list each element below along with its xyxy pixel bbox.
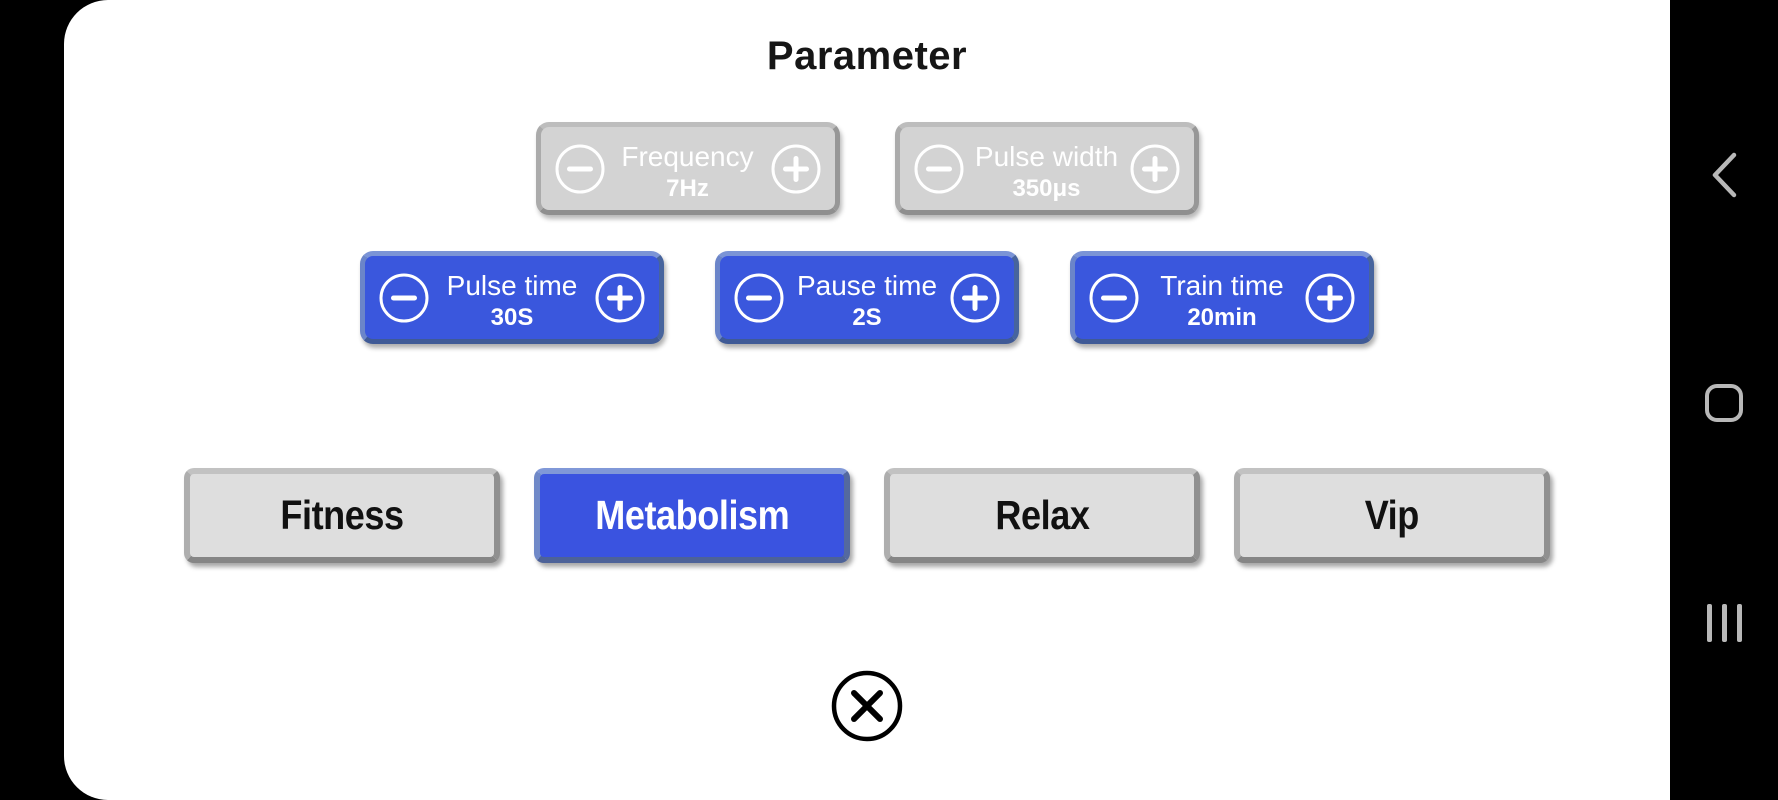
app-panel: Parameter Frequency 7Hz <box>64 0 1670 800</box>
home-icon <box>1705 384 1743 422</box>
param-button-train-time: Train time 20min <box>1070 251 1374 344</box>
pulse-time-plus-button[interactable] <box>594 272 646 324</box>
pause-time-minus-button[interactable] <box>733 272 785 324</box>
mode-button-relax[interactable]: Relax <box>884 468 1200 563</box>
minus-icon <box>914 144 963 193</box>
mode-button-vip[interactable]: Vip <box>1234 468 1550 563</box>
close-row <box>64 668 1670 744</box>
plus-icon <box>771 144 820 193</box>
close-button[interactable] <box>829 668 905 744</box>
back-icon <box>1712 152 1737 198</box>
mode-label: Metabolism <box>594 492 790 538</box>
param-label: Pulse time <box>446 269 578 301</box>
param-label: Pulse width <box>974 140 1119 172</box>
pause-time-plus-button[interactable] <box>949 272 1001 324</box>
mode-label: Relax <box>994 492 1090 538</box>
mode-label: Vip <box>1364 492 1420 538</box>
close-icon <box>831 670 903 742</box>
param-button-pulse-time: Pulse time 30S <box>360 251 664 344</box>
param-label: Pause time <box>796 269 938 301</box>
android-nav-bar <box>1670 0 1778 800</box>
train-time-plus-button[interactable] <box>1304 272 1356 324</box>
param-value: 20min <box>1187 303 1257 331</box>
param-text: Frequency 7Hz <box>606 135 770 203</box>
nav-back-button[interactable] <box>1670 130 1778 220</box>
minus-icon <box>555 144 604 193</box>
param-value: 350μs <box>1012 174 1081 202</box>
param-value: 30S <box>490 303 534 331</box>
minus-icon <box>379 273 429 322</box>
plus-icon <box>950 273 1000 322</box>
mode-button-fitness[interactable]: Fitness <box>184 468 500 563</box>
param-text: Pause time 2S <box>785 264 949 332</box>
nav-home-button[interactable] <box>1670 358 1778 448</box>
plus-icon <box>1130 144 1179 193</box>
minus-icon <box>734 273 784 322</box>
pulse-width-plus-button[interactable] <box>1129 143 1181 195</box>
train-time-minus-button[interactable] <box>1088 272 1140 324</box>
page-title: Parameter <box>766 34 968 78</box>
frequency-plus-button[interactable] <box>770 143 822 195</box>
plus-icon <box>595 273 645 322</box>
param-button-pause-time: Pause time 2S <box>715 251 1019 344</box>
modes-row: Fitness Metabolism Relax Vip <box>64 468 1670 563</box>
param-text: Pulse width 350μs <box>965 135 1129 203</box>
param-value: 2S <box>852 303 882 331</box>
nav-recents-button[interactable] <box>1670 578 1778 668</box>
minus-icon <box>1089 273 1139 322</box>
mode-label: Fitness <box>280 492 404 538</box>
recents-icon <box>1706 604 1742 642</box>
frequency-minus-button[interactable] <box>554 143 606 195</box>
mode-button-metabolism[interactable]: Metabolism <box>534 468 850 563</box>
param-text: Pulse time 30S <box>430 264 594 332</box>
pulse-width-minus-button[interactable] <box>913 143 965 195</box>
pulse-time-minus-button[interactable] <box>378 272 430 324</box>
disabled-parameters-row: Frequency 7Hz <box>64 122 1670 215</box>
enabled-parameters-row: Pulse time 30S <box>64 251 1670 344</box>
param-label: Frequency <box>621 140 754 172</box>
param-label: Train time <box>1160 269 1284 301</box>
param-text: Train time 20min <box>1140 264 1304 332</box>
plus-icon <box>1305 273 1355 322</box>
param-button-pulse-width: Pulse width 350μs <box>894 122 1199 215</box>
param-button-frequency: Frequency 7Hz <box>535 122 840 215</box>
param-value: 7Hz <box>666 174 709 202</box>
